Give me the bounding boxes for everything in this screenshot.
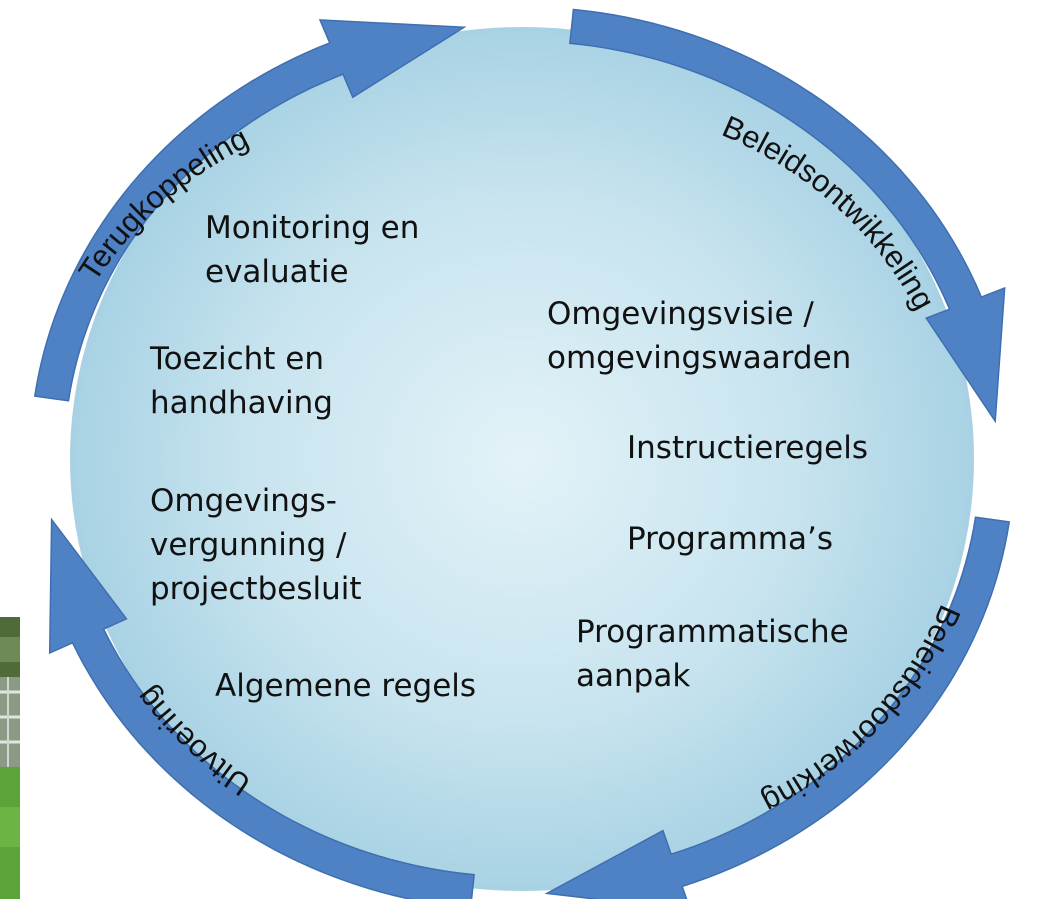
arrow-beleidsontwikkeling	[569, 8, 1006, 424]
item-programmatische-aanpak: Programmatische aanpak	[576, 610, 849, 698]
item-line: Algemene regels	[215, 668, 477, 704]
background-photo-strip	[0, 617, 20, 899]
item-line: handhaving	[150, 385, 333, 421]
item-omgevingsvergunning-projectbesluit: Omgevings- vergunning / projectbesluit	[150, 479, 362, 611]
arrow-beleidsdoorwerking	[544, 516, 1011, 899]
item-line: Monitoring en	[205, 210, 420, 246]
center-circle	[70, 27, 974, 891]
item-line: aanpak	[576, 658, 691, 694]
item-line: evaluatie	[205, 254, 349, 290]
item-monitoring-evaluatie: Monitoring en evaluatie	[205, 206, 419, 294]
item-line: omgevingswaarden	[547, 340, 852, 376]
item-line: Instructieregels	[627, 430, 869, 466]
item-toezicht-handhaving: Toezicht en handhaving	[150, 337, 333, 425]
item-instructieregels: Instructieregels	[627, 426, 868, 470]
arrow-terugkoppeling	[33, 19, 467, 402]
item-line: Programmatische	[576, 614, 849, 650]
item-line: Programma’s	[627, 521, 833, 557]
item-line: Omgevingsvisie /	[547, 296, 814, 332]
item-line: Toezicht en	[150, 341, 325, 377]
item-line: vergunning /	[150, 527, 347, 563]
item-algemene-regels: Algemene regels	[215, 664, 476, 708]
item-line: projectbesluit	[150, 571, 362, 607]
cycle-arrows	[33, 8, 1011, 899]
arrow-uitvoering	[48, 517, 475, 899]
item-omgevingsvisie-omgevingswaarden: Omgevingsvisie / omgevingswaarden	[547, 292, 851, 380]
item-line: Omgevings-	[150, 483, 337, 519]
item-programmas: Programma’s	[627, 517, 833, 561]
